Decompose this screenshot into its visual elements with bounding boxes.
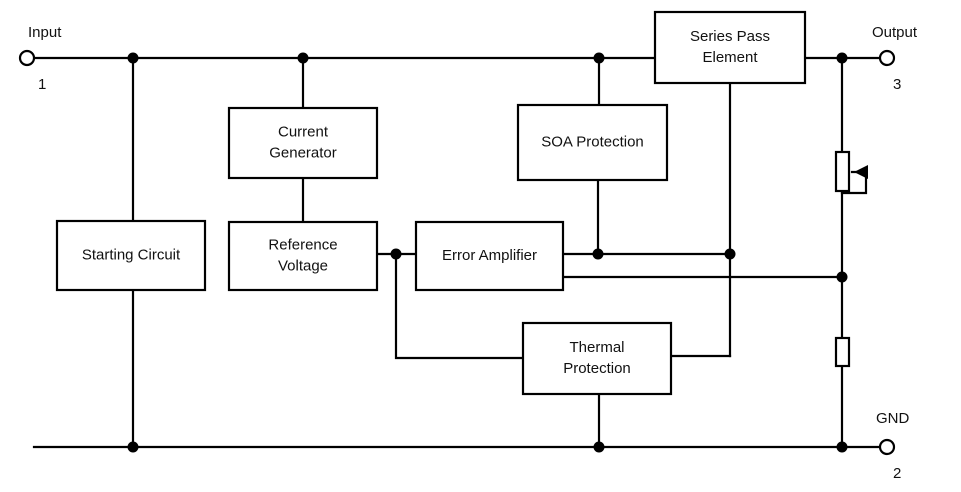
terminal-label-output: Output xyxy=(872,24,918,41)
block-label-error_amplifier: Error Amplifier xyxy=(442,247,537,264)
terminal-input[interactable]: Input 1 xyxy=(18,24,62,93)
terminal-node-output[interactable] xyxy=(878,49,896,67)
junction-dot-input-rail-soa xyxy=(593,52,605,64)
block-label-series_pass: Series Pass xyxy=(690,28,770,45)
block-soa_protection[interactable]: SOA Protection xyxy=(516,103,669,182)
block-label-thermal_protection: Thermal xyxy=(569,339,624,356)
terminal-output[interactable]: Output 3 xyxy=(872,24,918,93)
block-outline-current_generator xyxy=(227,106,379,180)
junction-dot-pass-feedback-node xyxy=(724,248,736,260)
block-outline-starting_circuit xyxy=(55,219,207,292)
junction-dot-output-node xyxy=(836,52,848,64)
block-label-starting_circuit: Starting Circuit xyxy=(82,246,181,263)
block-outline-series_pass xyxy=(653,10,807,85)
terminal-gnd[interactable]: GND 2 xyxy=(876,410,910,482)
resistor-upper-potentiometer xyxy=(834,150,851,193)
block-outline-reference_voltage xyxy=(227,220,379,292)
block-label-series_pass: Element xyxy=(702,49,758,66)
block-label-thermal_protection: Protection xyxy=(563,360,631,377)
block-outline-error_amplifier xyxy=(414,220,565,292)
terminal-label-input: Input xyxy=(28,24,62,41)
block-label-reference_voltage: Voltage xyxy=(278,257,328,274)
block-label-current_generator: Current xyxy=(278,123,329,140)
junction-dot-input-rail-current xyxy=(297,52,309,64)
pot-wiper-arrow xyxy=(854,165,868,179)
resistor-lower-resistor xyxy=(834,336,851,368)
junction-dot-gnd-rail-divider xyxy=(836,441,848,453)
wire-reference-node-down xyxy=(394,252,525,360)
junction-dot-soa-error-node xyxy=(592,248,604,260)
block-label-current_generator: Generator xyxy=(269,144,337,161)
junction-dot-reference-error-node xyxy=(390,248,402,260)
terminal-pin-number-input: 1 xyxy=(38,76,46,93)
block-error_amplifier[interactable]: Error Amplifier xyxy=(414,220,565,292)
junction-dot-input-rail-starting xyxy=(127,52,139,64)
terminal-pin-number-gnd: 2 xyxy=(893,465,901,482)
terminal-label-gnd: GND xyxy=(876,410,910,427)
block-label-soa_protection: SOA Protection xyxy=(541,133,644,150)
block-outline-soa_protection xyxy=(516,103,669,182)
terminal-node-gnd[interactable] xyxy=(878,438,896,456)
terminal-node-input[interactable] xyxy=(18,49,36,67)
junction-dot-gnd-rail-thermal xyxy=(593,441,605,453)
block-starting_circuit[interactable]: Starting Circuit xyxy=(55,219,207,292)
junction-dot-divider-tap-node xyxy=(836,271,848,283)
block-outline-thermal_protection xyxy=(521,321,673,396)
block-label-reference_voltage: Reference xyxy=(268,236,337,253)
junction-dot-gnd-rail-starting xyxy=(127,441,139,453)
terminal-pin-number-output: 3 xyxy=(893,76,901,93)
wire-pot-wiper-return xyxy=(840,170,868,195)
